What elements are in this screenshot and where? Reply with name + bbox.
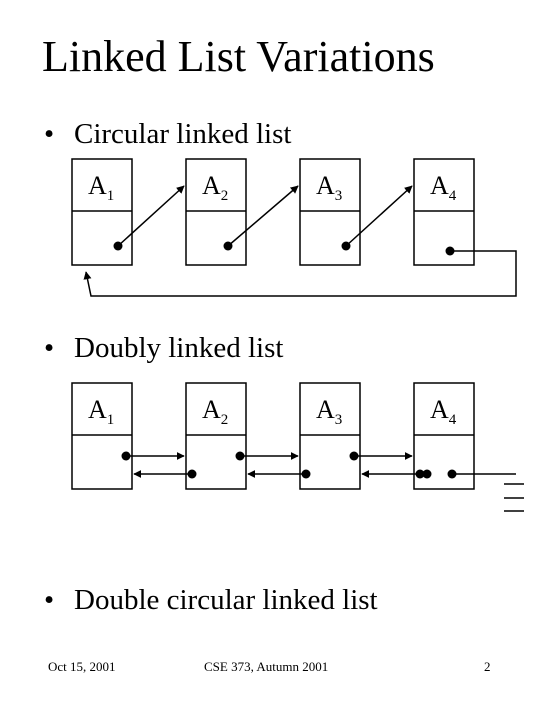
node-label: A3 bbox=[316, 395, 342, 428]
bullet-doubly: • Doubly linked list bbox=[44, 331, 283, 365]
node-label-subscript: 3 bbox=[335, 188, 343, 204]
bullet-dot: • bbox=[44, 584, 55, 616]
footer-course: CSE 373, Autumn 2001 bbox=[204, 659, 329, 674]
node-label: A1 bbox=[88, 171, 114, 204]
bullet-dot: • bbox=[44, 118, 55, 150]
next-arrow bbox=[227, 185, 299, 247]
node-box bbox=[299, 382, 361, 490]
node-label: A1 bbox=[88, 395, 114, 428]
doubly-node-4: A4 bbox=[413, 382, 475, 490]
node-label-subscript: 1 bbox=[107, 188, 115, 204]
circular-list-diagram: A1 A2 A3 A4 bbox=[71, 158, 517, 297]
node-label-subscript: 3 bbox=[335, 412, 343, 428]
circular-node-4: A4 bbox=[413, 158, 475, 266]
bullet-circular-text: Circular linked list bbox=[74, 118, 292, 150]
node-label: A2 bbox=[202, 171, 228, 204]
node-box bbox=[185, 382, 247, 490]
wrap-arrow bbox=[83, 250, 517, 297]
doubly-node-2: A2 bbox=[185, 382, 247, 490]
node-label-subscript: 4 bbox=[449, 188, 457, 204]
next-arrow bbox=[117, 185, 185, 247]
doubly-node-1: A1 bbox=[71, 382, 133, 490]
footer-date: Oct 15, 2001 bbox=[48, 659, 116, 674]
next-arrow bbox=[345, 185, 413, 247]
node-label-subscript: 2 bbox=[221, 188, 229, 204]
circular-node-2: A2 bbox=[185, 158, 247, 266]
node-label-subscript: 2 bbox=[221, 412, 229, 428]
node-box bbox=[185, 158, 247, 266]
bullet-double-circular-text: Double circular linked list bbox=[74, 584, 378, 616]
node-label: A2 bbox=[202, 395, 228, 428]
node-label: A4 bbox=[430, 171, 457, 204]
node-box bbox=[413, 158, 475, 266]
node-box bbox=[71, 382, 133, 490]
bullet-circular: • Circular linked list bbox=[44, 117, 291, 151]
circular-node-1: A1 bbox=[71, 158, 133, 266]
node-label: A4 bbox=[430, 395, 457, 428]
circular-node-3: A3 bbox=[299, 158, 361, 266]
node-box bbox=[71, 158, 133, 266]
node-box bbox=[299, 158, 361, 266]
node-label: A3 bbox=[316, 171, 342, 204]
bullet-double-circular: • Double circular linked list bbox=[44, 583, 378, 617]
node-label-subscript: 4 bbox=[449, 412, 457, 428]
slide-title: Linked List Variations bbox=[42, 32, 435, 81]
prev-dot bbox=[422, 469, 432, 479]
node-box bbox=[413, 382, 475, 490]
node-label-subscript: 1 bbox=[107, 412, 115, 428]
footer-page-number: 2 bbox=[484, 659, 491, 674]
bullet-dot: • bbox=[44, 332, 55, 364]
bullet-doubly-text: Doubly linked list bbox=[74, 332, 284, 364]
doubly-list-diagram: A1 A2 A3 A4 bbox=[71, 382, 524, 512]
doubly-node-3: A3 bbox=[299, 382, 361, 490]
